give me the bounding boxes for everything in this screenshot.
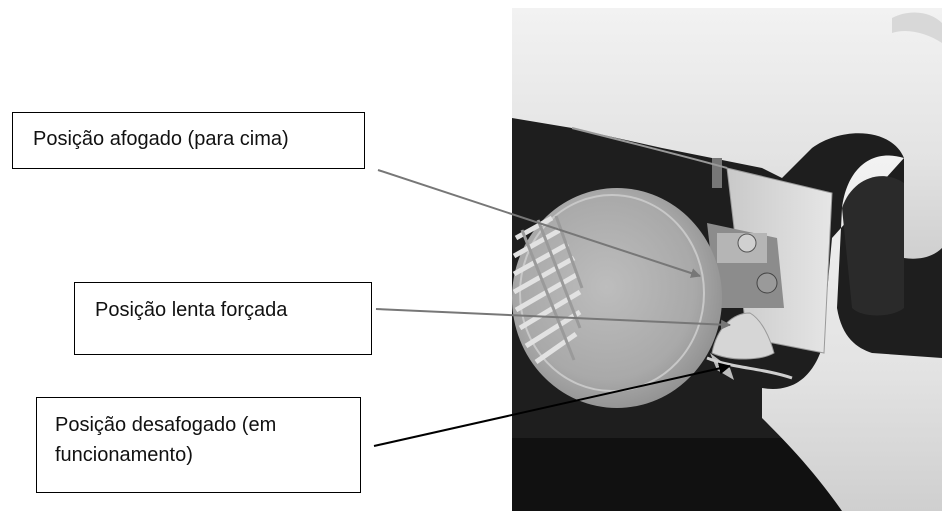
engine-photo [512,8,942,511]
callout-fast-idle-position: Posição lenta forçada [74,282,372,355]
callout-fast-idle-label: Posição lenta forçada [95,299,288,321]
callout-choke-label: Posição afogado (para cima) [33,128,289,150]
callout-run-label-line2: funcionamento) [55,444,193,466]
callout-run-label-line1: Posição desafogado (em [55,414,277,436]
callout-choke-position: Posição afogado (para cima) [12,112,365,169]
callout-run-position: Posição desafogado (em funcionamento) [36,397,361,493]
